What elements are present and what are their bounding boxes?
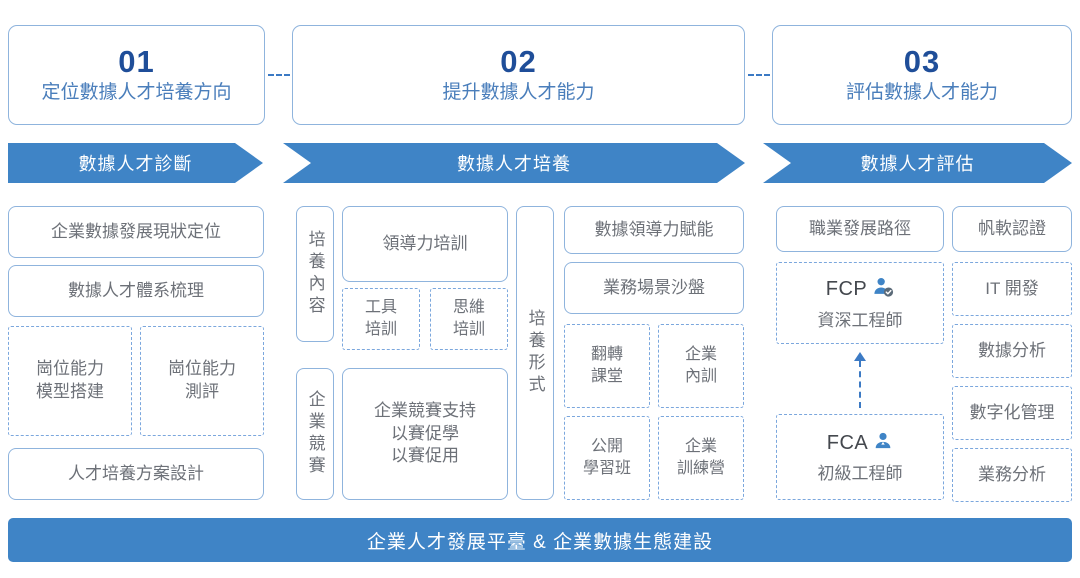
col2-item-tool-training[interactable]: 工具 培訓 xyxy=(342,288,420,350)
card-label: 業務分析 xyxy=(978,465,1046,485)
person-verified-icon xyxy=(872,276,894,303)
card-label-line1: 企業 xyxy=(684,438,717,456)
card-label: 人才培養方案設計 xyxy=(68,464,204,484)
card-label: 業務場景沙盤 xyxy=(603,278,705,298)
card-label-line1: 工具 xyxy=(364,299,397,317)
card-label-line1: 思維 xyxy=(452,299,485,317)
connector-line xyxy=(748,74,778,76)
group-label: 培養形式 xyxy=(525,309,545,397)
card-label-line2: 課堂 xyxy=(590,368,623,385)
col2-item-competition-support[interactable]: 企業競賽支持 以賽促學 以賽促用 xyxy=(342,368,508,500)
col3-track-data-analysis[interactable]: 數據分析 xyxy=(952,324,1072,378)
card-label: 帆軟認證 xyxy=(978,219,1046,239)
col1-item-training-plan[interactable]: 人才培養方案設計 xyxy=(8,448,264,500)
step-title: 評估數據人才能力 xyxy=(845,82,998,104)
phase-banner-label: 數據人才診斷 xyxy=(78,154,193,174)
connector-line xyxy=(859,361,861,408)
col3-cert-card-fcp[interactable]: FCP 資深工程師 xyxy=(776,262,944,344)
arrow-head-icon xyxy=(854,352,866,361)
phase-banner-cultivation[interactable]: 數據人才培養 xyxy=(283,143,745,183)
step-title: 提升數據人才能力 xyxy=(442,82,595,104)
card-label-line2: 模型搭建 xyxy=(36,382,104,401)
col1-item-competency-assessment[interactable]: 崗位能力 測評 xyxy=(140,326,264,436)
col2-group-label-competition: 企業競賽 xyxy=(296,368,334,500)
col3-cert-card-fca[interactable]: FCA 初級工程師 xyxy=(776,414,944,500)
col2-item-flipped-classroom[interactable]: 翻轉 課堂 xyxy=(564,324,650,408)
col3-track-digital-management[interactable]: 數字化管理 xyxy=(952,386,1072,440)
group-label: 企業競賽 xyxy=(305,390,325,478)
card-label-line1: 公開 xyxy=(590,438,623,456)
col2-group-label-content: 培養內容 xyxy=(296,206,334,342)
card-label-line2: 以賽促學 xyxy=(391,423,459,443)
col1-item-current-status[interactable]: 企業數據發展現狀定位 xyxy=(8,206,264,258)
col2-item-business-sandbox[interactable]: 業務場景沙盤 xyxy=(564,262,744,314)
phase-banner-diagnosis[interactable]: 數據人才診斷 xyxy=(8,143,263,183)
col3-track-business-analysis[interactable]: 業務分析 xyxy=(952,448,1072,502)
card-label-line1: 翻轉 xyxy=(590,346,623,364)
card-label-line1: 企業競賽支持 xyxy=(374,400,476,420)
cert-code-row: FCP xyxy=(826,276,895,303)
col2-item-leadership-training[interactable]: 領導力培訓 xyxy=(342,206,508,282)
step-title: 定位數據人才培養方向 xyxy=(41,82,232,104)
person-icon xyxy=(873,431,893,456)
col2-item-mindset-training[interactable]: 思維 培訓 xyxy=(430,288,508,350)
cert-role: 資深工程師 xyxy=(817,310,903,330)
step-card-03[interactable]: 03 評估數據人才能力 xyxy=(772,25,1072,125)
cert-code: FCP xyxy=(825,277,868,300)
col3-item-certification[interactable]: 帆軟認證 xyxy=(952,206,1072,252)
card-label: 領導力培訓 xyxy=(382,234,468,254)
card-label: 數字化管理 xyxy=(969,403,1055,423)
card-label-line2: 學習班 xyxy=(582,460,631,477)
col3-track-it-development[interactable]: IT 開發 xyxy=(952,262,1072,316)
col2-item-inhouse-training[interactable]: 企業 內訓 xyxy=(658,324,744,408)
group-label: 培養內容 xyxy=(305,230,325,318)
col3-item-career-path[interactable]: 職業發展路徑 xyxy=(776,206,944,252)
step-number: 01 xyxy=(118,44,155,80)
card-label-line2: 內訓 xyxy=(684,368,717,385)
col1-item-competency-model[interactable]: 崗位能力 模型搭建 xyxy=(8,326,132,436)
card-label: 數據分析 xyxy=(978,341,1046,361)
col2-item-bootcamp[interactable]: 企業 訓練營 xyxy=(658,416,744,500)
card-label: 企業數據發展現狀定位 xyxy=(51,222,221,242)
card-label: 數據領導力賦能 xyxy=(594,220,714,240)
card-label: IT 開發 xyxy=(985,279,1039,299)
col1-item-talent-system[interactable]: 數據人才體系梳理 xyxy=(8,265,264,317)
footer-banner[interactable]: 企業人才發展平臺 & 企業數據生態建設 xyxy=(8,518,1072,562)
card-label: 數據人才體系梳理 xyxy=(68,281,204,301)
step-card-01[interactable]: 01 定位數據人才培養方向 xyxy=(8,25,265,125)
step-number: 02 xyxy=(500,44,537,80)
phase-banner-label: 數據人才培養 xyxy=(457,154,571,174)
footer-label: 企業人才發展平臺 & 企業數據生態建設 xyxy=(366,531,714,553)
card-label: 職業發展路徑 xyxy=(809,219,911,239)
card-label-line2: 培訓 xyxy=(452,321,485,338)
card-label-line1: 企業 xyxy=(684,346,717,364)
phase-banner-label: 數據人才評估 xyxy=(860,154,975,174)
cert-code-row: FCA xyxy=(827,431,894,456)
card-label-line1: 崗位能力 xyxy=(168,359,236,379)
step-card-02[interactable]: 02 提升數據人才能力 xyxy=(292,25,745,125)
col2-item-data-leadership[interactable]: 數據領導力賦能 xyxy=(564,206,744,254)
card-label-line3: 以賽促用 xyxy=(391,446,459,466)
connector-line xyxy=(268,74,298,76)
col2-item-public-class[interactable]: 公開 學習班 xyxy=(564,416,650,500)
card-label-line2: 訓練營 xyxy=(676,460,725,477)
col2-group-label-format: 培養形式 xyxy=(516,206,554,500)
phase-banner-evaluation[interactable]: 數據人才評估 xyxy=(763,143,1072,183)
cert-code: FCA xyxy=(826,431,869,454)
card-label-line1: 崗位能力 xyxy=(36,359,104,379)
cert-role: 初級工程師 xyxy=(817,463,903,483)
step-number: 03 xyxy=(903,44,941,80)
promotion-arrow xyxy=(852,352,868,408)
card-label-line2: 培訓 xyxy=(364,321,397,338)
card-label-line2: 測評 xyxy=(185,382,219,401)
